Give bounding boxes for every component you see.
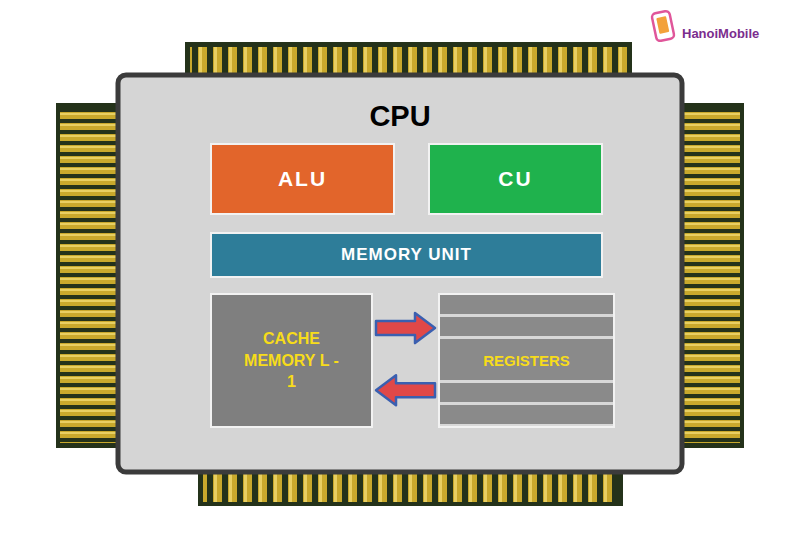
block-arrow [376, 313, 435, 343]
pins-right [678, 108, 740, 443]
chip-body [118, 75, 682, 472]
node-label: ALU [278, 166, 327, 191]
pin-band [676, 103, 744, 448]
watermark: HanoiMobile [682, 26, 759, 41]
pins-bottom [203, 472, 618, 502]
cache-memory-box: CACHE MEMORY L - 1 [210, 293, 373, 428]
node-label: MEMORY UNIT [341, 245, 472, 265]
cu-box: CU [428, 143, 603, 215]
node-label: CU [498, 166, 532, 191]
logo-icon [651, 10, 674, 41]
memory-unit-band: MEMORY UNIT [210, 232, 603, 278]
node-label: REGISTERS [440, 342, 613, 380]
pins-left [60, 108, 122, 443]
registers-box: REGISTERS [438, 293, 615, 428]
block-arrow [376, 375, 435, 405]
cpu-chip: CPU ALU CU MEMORY UNIT CACHE MEMORY L - 1 REG… [118, 75, 682, 472]
node-label: CACHE MEMORY L - 1 [244, 328, 339, 393]
node-label: CPU [369, 99, 430, 134]
pin-band [56, 103, 124, 448]
alu-box: ALU [210, 143, 395, 215]
